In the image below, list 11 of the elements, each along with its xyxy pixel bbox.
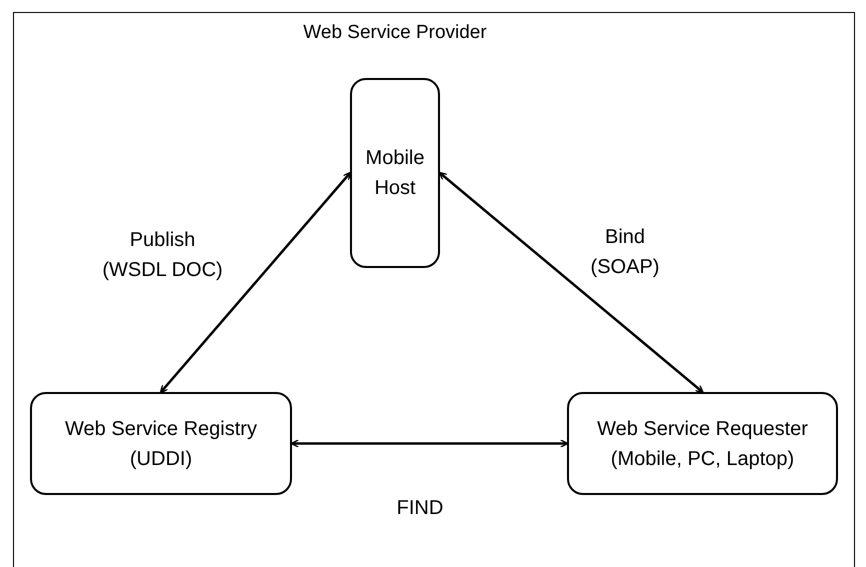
double-arrow [160,172,352,394]
node-text: Mobile Host [364,146,426,201]
node-text: (UDDI) [130,446,192,472]
requester-box [567,392,838,495]
double-arrow [438,172,704,394]
node-text: Web Service Requester [597,416,808,442]
node-text: Web Service Registry [65,416,257,442]
double-arrow [290,439,568,448]
heading-text: Web Service Provider [303,21,487,45]
node-text: (Mobile, PC, Laptop) [610,446,794,472]
registry-box [30,392,292,495]
